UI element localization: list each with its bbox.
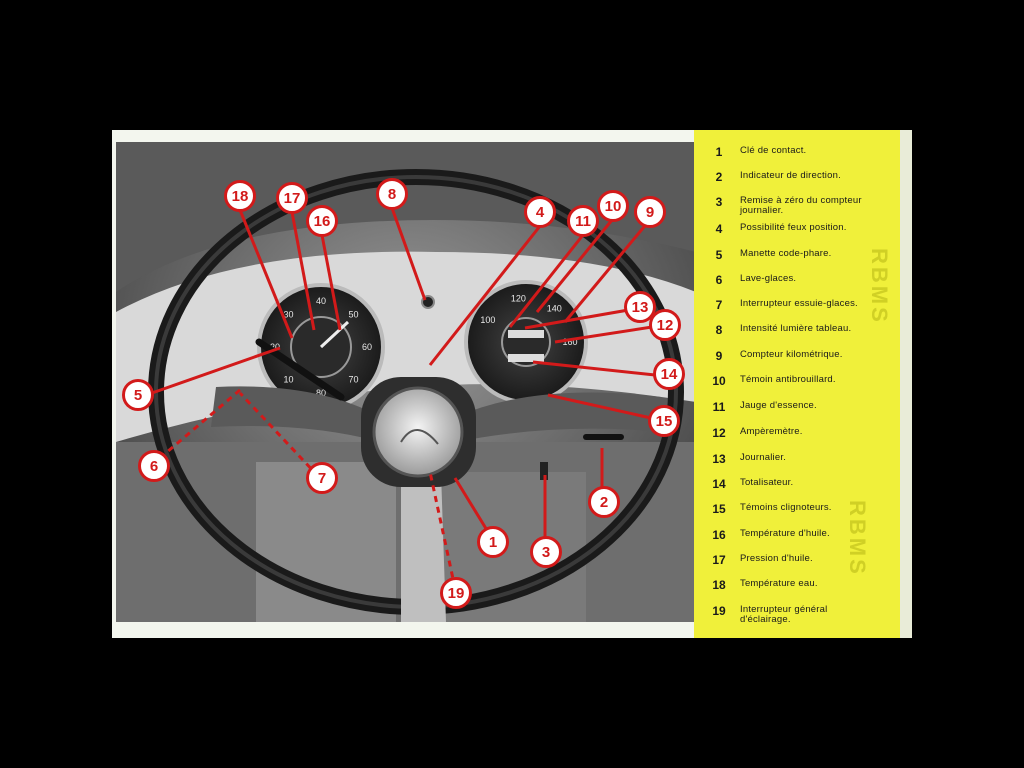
callout-10: 10: [597, 190, 629, 222]
legend-number: 11: [712, 400, 726, 414]
legend-number: 2: [715, 170, 723, 184]
legend-number: 8: [715, 323, 723, 337]
legend-edge: [900, 130, 912, 638]
spoke-left: [211, 386, 381, 442]
gauge-tick-label: 70: [349, 375, 359, 385]
legend-text: Lave-glaces.: [740, 273, 797, 284]
spoke-bottom: [401, 472, 446, 622]
legend-number: 18: [712, 578, 726, 592]
gauge-tick-label: 140: [547, 303, 562, 313]
legend-text: Manette code-phare.: [740, 248, 832, 259]
legend-text: Interrupteur général d'éclairage.: [740, 604, 828, 625]
legend-text: Interrupteur essuie-glaces.: [740, 298, 858, 309]
legend-text: Compteur kilométrique.: [740, 349, 843, 360]
callout-5: 5: [122, 379, 154, 411]
legend-number: 1: [715, 145, 723, 159]
gauge-tick-label: 20: [270, 342, 280, 352]
watermark-top: RBMS: [867, 248, 892, 325]
left-gauge-ticks: 40 50 60 70 80 10 20 30: [270, 296, 372, 398]
legend-text: Pression d'huile.: [740, 553, 813, 564]
callout-17: 17: [276, 182, 308, 214]
total-counter: [508, 354, 544, 362]
gauge-tick-label: 10: [283, 375, 293, 385]
callout-11: 11: [567, 205, 599, 237]
spoke-right: [456, 392, 664, 442]
legend-number: 17: [712, 553, 726, 567]
gauge-tick-label: 160: [562, 337, 577, 347]
legend-number: 12: [712, 426, 726, 440]
legend-text: Ampèremètre.: [740, 426, 803, 437]
right-gauge-ticks: 100 120 140 160: [480, 294, 577, 347]
callout-4: 4: [524, 196, 556, 228]
legend-text: Possibilité feux position.: [740, 222, 847, 233]
legend-text: Totalisateur.: [740, 477, 794, 488]
horn-button: [372, 386, 464, 478]
legend-number: 7: [715, 298, 723, 312]
legend-number: 3: [715, 195, 723, 209]
callout-6: 6: [138, 450, 170, 482]
gauge-tick-label: 120: [511, 294, 526, 304]
left-gauge-needle: [319, 320, 350, 349]
trip-reset: [540, 462, 548, 480]
legend-number: 15: [712, 502, 726, 516]
legend-number: 10: [712, 374, 726, 388]
legend-text: Remise à zéro du compteur journalier.: [740, 195, 862, 216]
gauge-tick-label: 30: [283, 309, 293, 319]
legend-number: 14: [712, 477, 726, 491]
gauge-tick-label: 100: [480, 315, 495, 325]
gauge-tick-label: 60: [362, 342, 372, 352]
gauge-tick-label: 50: [349, 309, 359, 319]
legend-text: Clé de contact.: [740, 145, 807, 156]
legend-text: Température eau.: [740, 578, 818, 589]
legend-number: 9: [715, 349, 723, 363]
callout-18: 18: [224, 180, 256, 212]
legend-text: Journalier.: [740, 452, 787, 463]
gauge-tick-label: 80: [316, 388, 326, 398]
callout-15: 15: [648, 405, 680, 437]
legend-number: 4: [715, 222, 723, 236]
legend-text: Témoin antibrouillard.: [740, 374, 836, 385]
legend-number: 16: [712, 528, 726, 542]
legend-number: 6: [715, 273, 723, 287]
trip-counter: [508, 330, 544, 338]
callout-7: 7: [306, 462, 338, 494]
legend-text: Jauge d'essence.: [740, 400, 817, 411]
gauge-tick-label: 40: [316, 296, 326, 306]
callout-3: 3: [530, 536, 562, 568]
callout-8: 8: [376, 178, 408, 210]
callout-9: 9: [634, 196, 666, 228]
legend-number: 19: [712, 604, 726, 618]
callout-2: 2: [588, 486, 620, 518]
legend-number: 5: [715, 248, 723, 262]
hub-emblem: [400, 429, 439, 445]
legend-number: 13: [712, 452, 726, 466]
legend-text: Température d'huile.: [740, 528, 830, 539]
callout-14: 14: [653, 358, 685, 390]
callout-12: 12: [649, 309, 681, 341]
legend-text: Intensité lumière tableau.: [740, 323, 852, 334]
callout-1: 1: [477, 526, 509, 558]
windscreen: [116, 142, 696, 292]
legend-text: Témoins clignoteurs.: [740, 502, 832, 513]
callout-16: 16: [306, 205, 338, 237]
legend-text: Indicateur de direction.: [740, 170, 841, 181]
callout-19: 19: [440, 577, 472, 609]
